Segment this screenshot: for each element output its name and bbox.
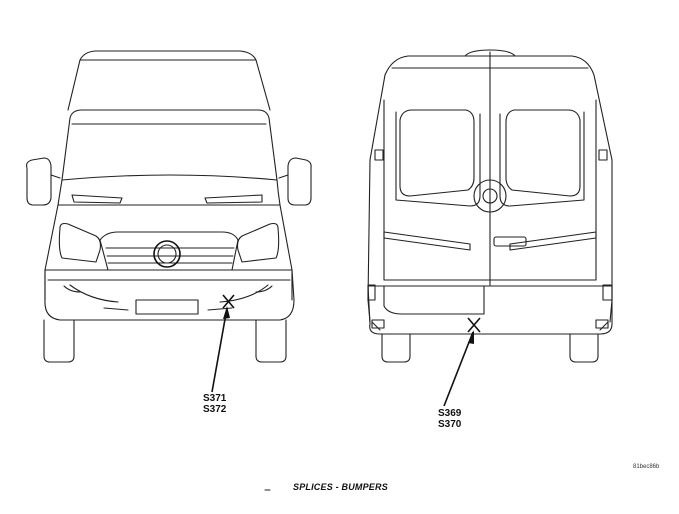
rear-splice-x-marker-icon: [467, 317, 481, 333]
rear-leader-arrow: [443, 330, 474, 407]
van-front-view-icon: [26, 50, 312, 363]
front-callout-line1: S371: [203, 393, 227, 404]
figure-caption: SPLICES - BUMPERS: [293, 482, 388, 492]
van-rear-view-icon: [367, 49, 613, 363]
rear-callout-line1: S369: [438, 408, 462, 419]
front-callout-label: S371 S372: [203, 393, 226, 415]
front-callout-line2: S372: [203, 404, 227, 415]
front-splice-x-marker-icon: [222, 294, 235, 309]
rear-callout-line2: S370: [438, 419, 462, 430]
reference-code: 81bec86b: [633, 464, 660, 470]
front-leader-arrow: [211, 306, 230, 393]
rear-callout-label: S369 S370: [438, 408, 461, 430]
